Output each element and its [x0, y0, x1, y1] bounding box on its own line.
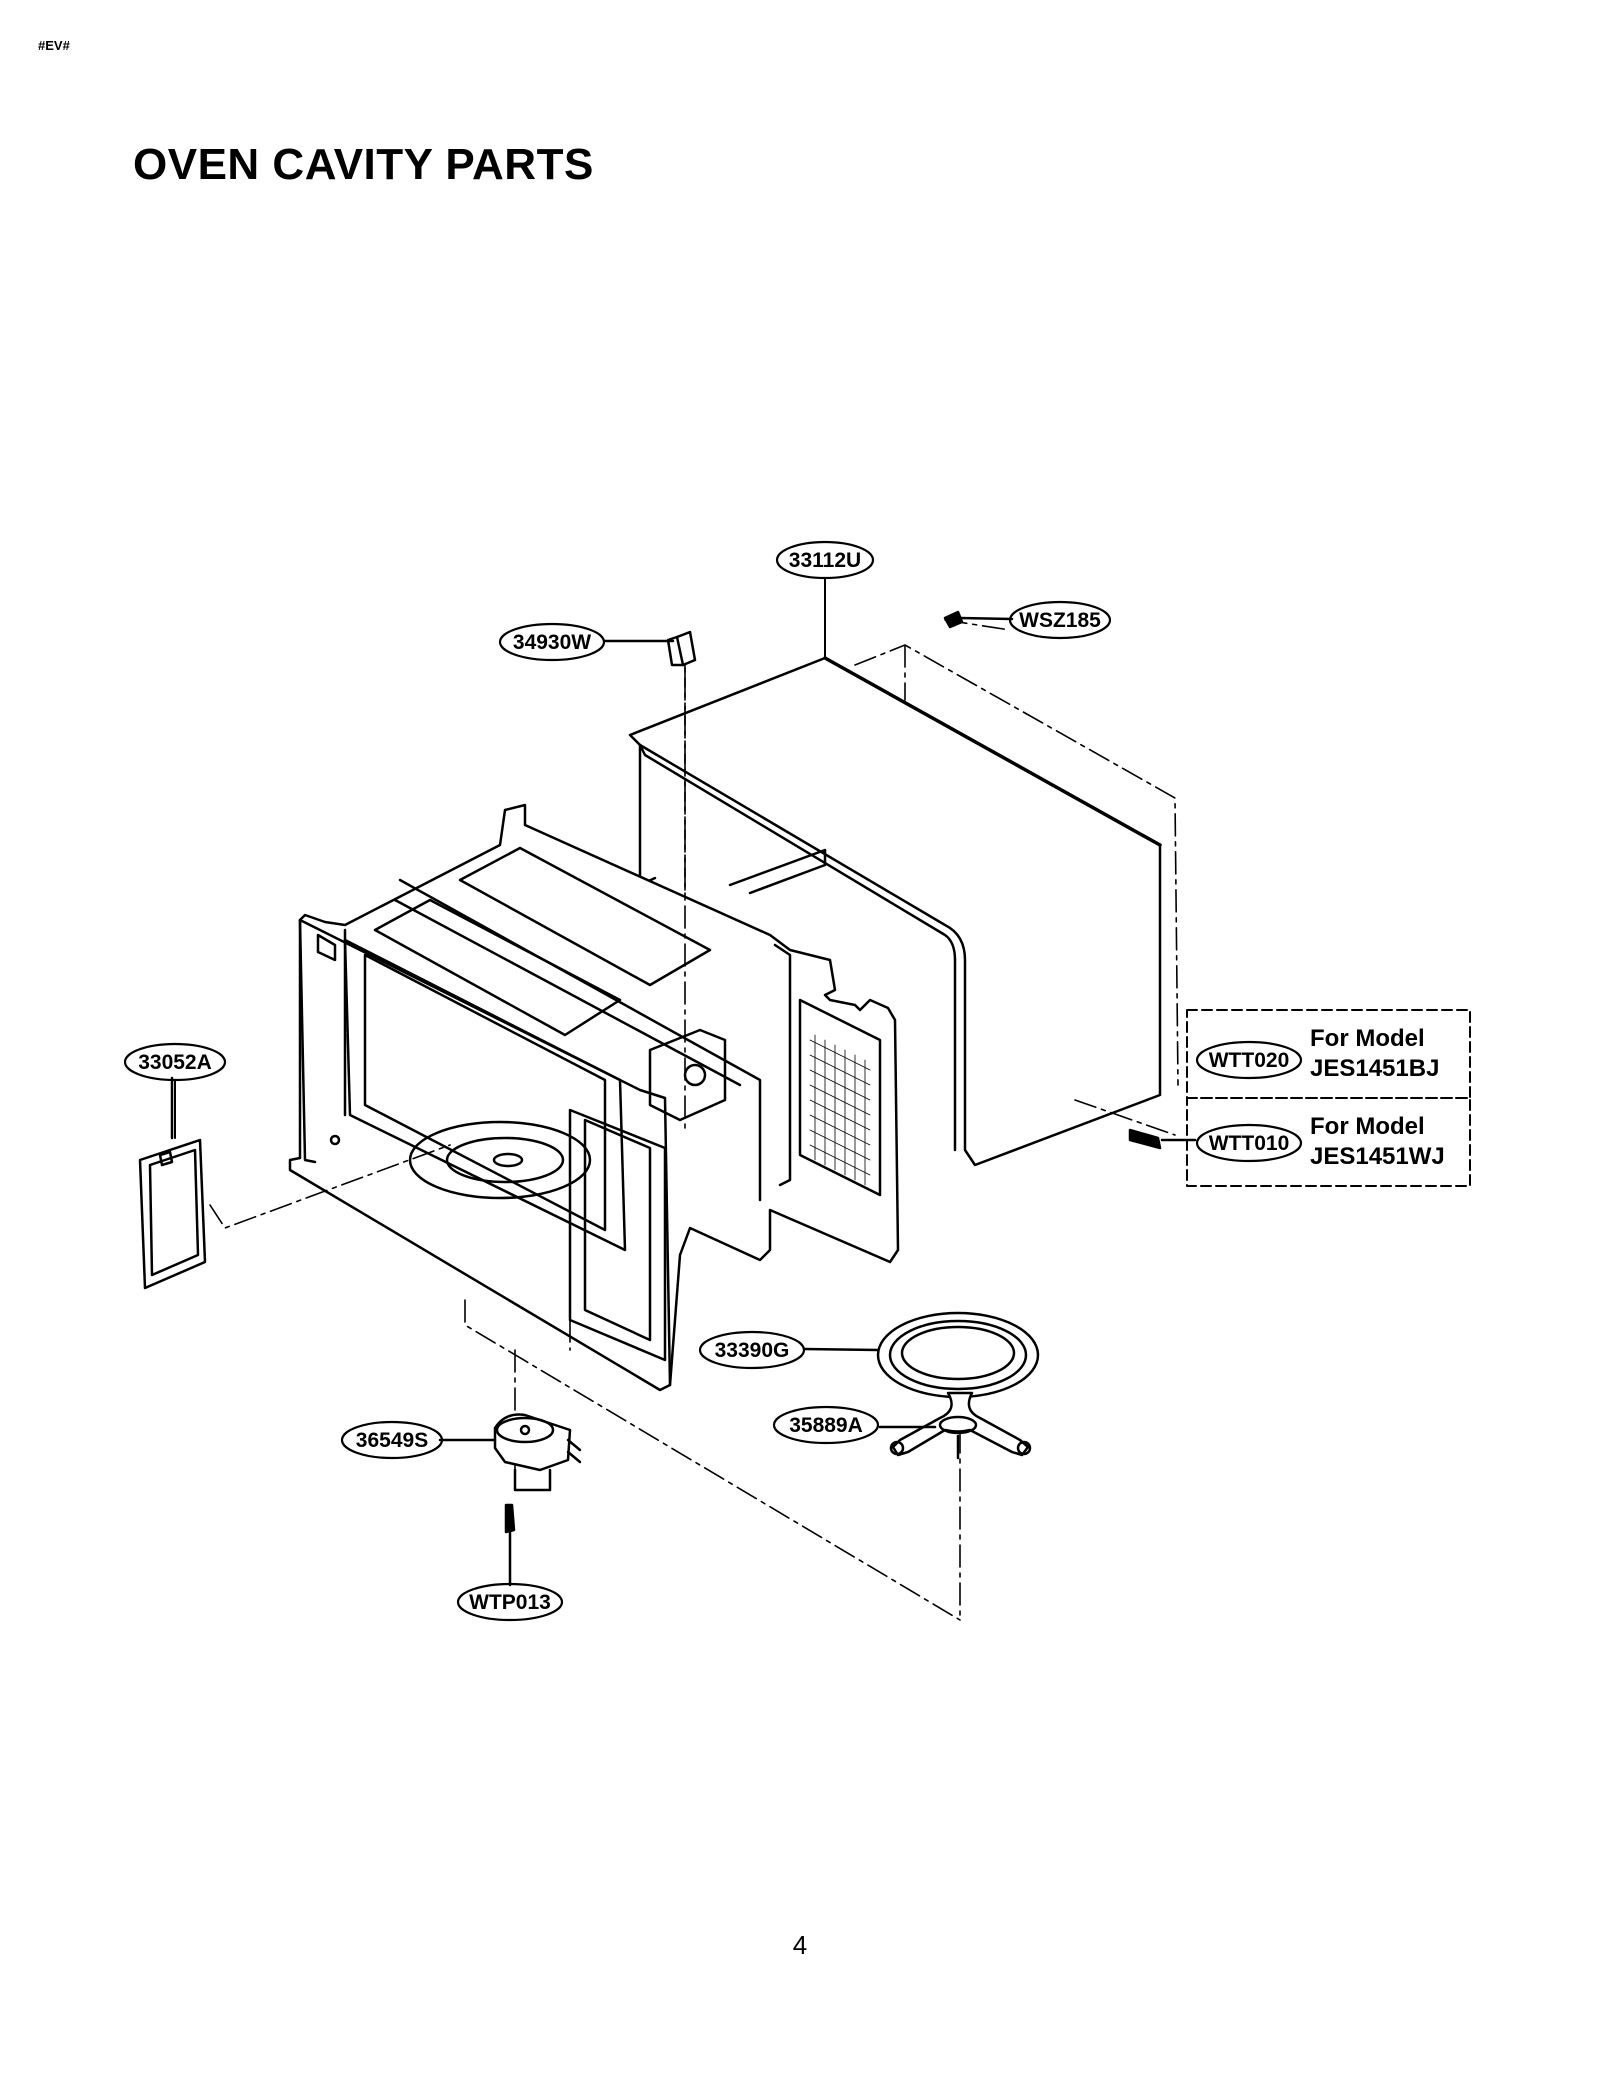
- label-33112U: 33112U: [789, 549, 861, 572]
- page-number: 4: [792, 1930, 808, 1960]
- label-WTP013: WTP013: [469, 1591, 551, 1614]
- label-34930W: 34930W: [513, 631, 591, 654]
- label-WTT010: WTT010: [1209, 1132, 1290, 1155]
- model-note-bj-line2: JES1451BJ: [1310, 1055, 1439, 1082]
- label-33052A: 33052A: [138, 1051, 212, 1074]
- label-33390G: 33390G: [715, 1339, 790, 1362]
- page-title: OVEN CAVITY PARTS: [133, 140, 594, 189]
- label-WTT020: WTT020: [1209, 1049, 1290, 1072]
- light-cover-part: [138, 1076, 207, 1290]
- model-note-wj-line1: For Model: [1310, 1113, 1425, 1140]
- roller-guide-part: [878, 1391, 1032, 1460]
- vent-mesh: [809, 1034, 871, 1186]
- screw-wtt010: [1128, 1128, 1197, 1150]
- label-WSZ185: WSZ185: [1019, 609, 1101, 632]
- model-note-boxes: [1186, 1009, 1471, 1187]
- label-36549S: 36549S: [356, 1429, 428, 1452]
- outer-cabinet: [628, 656, 1162, 1167]
- model-note-wj-line2: JES1451WJ: [1310, 1143, 1445, 1170]
- turntable-motor-part: [438, 1413, 582, 1492]
- screw-wsz185: [943, 610, 1014, 629]
- glass-tray-part: [802, 1311, 1040, 1399]
- screw-wtp013: [504, 1503, 516, 1587]
- model-note-bj-line1: For Model: [1310, 1025, 1425, 1052]
- label-35889A: 35889A: [789, 1414, 863, 1437]
- air-guide-part: [603, 630, 697, 667]
- document-code: #EV#: [38, 38, 70, 53]
- oven-cavity: [288, 803, 900, 1392]
